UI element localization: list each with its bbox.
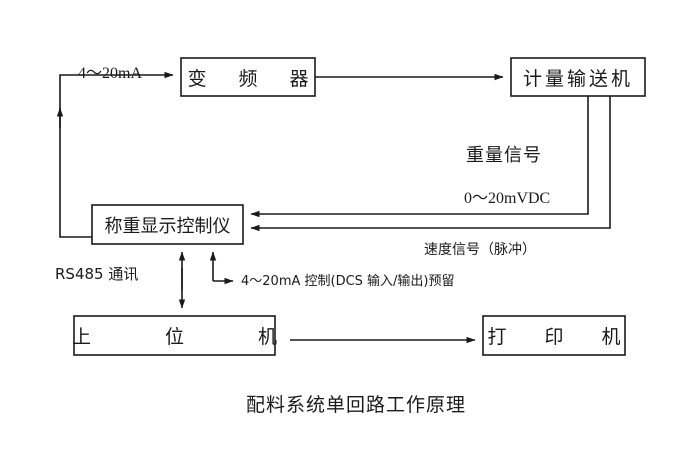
label-current-loop: 4〜20mA <box>78 65 143 82</box>
line-speed-signal <box>250 96 611 232</box>
figure-caption: 配料系统单回路工作原理 <box>246 394 467 416</box>
box-metering-conveyor <box>510 57 646 97</box>
box-inverter-label: 变 频 器 <box>187 67 322 90</box>
label-rs485: RS485 通讯 <box>55 265 139 283</box>
label-speed-signal: 速度信号（脉冲） <box>424 242 536 258</box>
box-weighing-controller-label: 称重显示控制仪 <box>104 215 231 237</box>
box-printer <box>482 315 626 356</box>
box-host-computer-label: 上 位 机 <box>71 326 312 348</box>
line-controller-to-inverter <box>59 71 174 238</box>
label-dcs-reserve: 4〜20mA 控制(DCS 输入/输出)预留 <box>241 274 455 289</box>
box-host-computer <box>73 315 276 356</box>
label-weight-signal: 重量信号 <box>466 145 542 166</box>
box-metering-conveyor-label: 计量输送机 <box>522 67 633 90</box>
label-weight-signal-range: 0〜20mVDC <box>464 190 551 207</box>
box-weighing-controller <box>91 204 244 245</box>
box-inverter <box>180 57 316 97</box>
box-printer-label: 打 印 机 <box>487 326 637 348</box>
line-weight-signal <box>250 96 589 218</box>
